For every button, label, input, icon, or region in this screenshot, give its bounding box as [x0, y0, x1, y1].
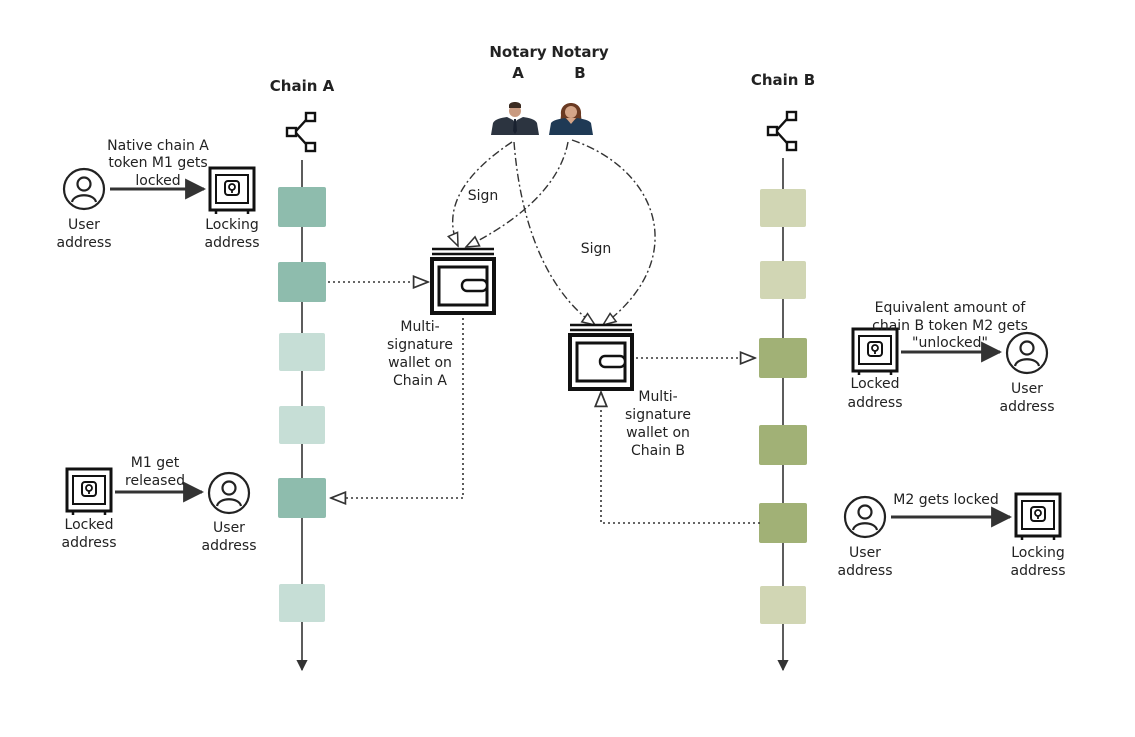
- equivalent-label-2: chain B token M2 gets: [872, 318, 1028, 334]
- block: [759, 425, 807, 465]
- native-lock-label-1: Native chain A: [107, 138, 209, 154]
- user-icon: [62, 167, 106, 211]
- block: [278, 262, 326, 302]
- notary-a-label-line2: A: [512, 64, 524, 82]
- block: [278, 478, 326, 518]
- notary-a-person-icon: [491, 102, 539, 135]
- chain-a-blocks: [278, 187, 326, 622]
- wallet-b-label-4: Chain B: [631, 443, 685, 459]
- locking-address-label: Locking: [205, 217, 259, 233]
- wallet-a-label-3: wallet on: [388, 355, 452, 371]
- wallet-a-to-block-arrow: [331, 318, 464, 498]
- notaries: Notary A Notary B: [489, 43, 609, 135]
- notary-a-sign-wallet-a: [453, 141, 513, 246]
- block-to-wallet-b-arrow: [601, 392, 760, 524]
- wallet-icon: [568, 323, 634, 391]
- wallet-icon: [430, 247, 496, 315]
- wallet-b: [568, 323, 634, 391]
- chain-b-title: Chain B: [751, 71, 815, 89]
- locked-address-label: Locked: [851, 376, 900, 392]
- chain-b-blocks: [759, 189, 807, 624]
- block: [279, 584, 325, 622]
- wallet-a-label-1: Multi-: [400, 319, 439, 335]
- user-icon: [207, 471, 251, 515]
- locking-address-label: address: [1010, 563, 1065, 579]
- chain-a-title: Chain A: [270, 77, 335, 95]
- native-lock-label-2: token M1 gets: [108, 155, 207, 171]
- sign-arrows: [453, 139, 656, 325]
- user-address-label: User: [1011, 381, 1043, 397]
- wallet-b-label-3: wallet on: [626, 425, 690, 441]
- block: [760, 189, 806, 227]
- user-address-label: address: [837, 563, 892, 579]
- lock-flow-chain-a: [62, 166, 256, 216]
- user-icon: [1005, 331, 1049, 375]
- user-address-label: User: [213, 520, 245, 536]
- locking-address-label: address: [204, 235, 259, 251]
- sign-label: Sign: [581, 241, 612, 257]
- wallet-b-label-2: signature: [625, 407, 691, 423]
- release-flow-chain-a: [65, 467, 251, 517]
- block: [279, 333, 325, 371]
- wallet-b-label-1: Multi-: [638, 389, 677, 405]
- wallet-links: [328, 282, 760, 524]
- notary-b-sign-wallet-a: [466, 141, 569, 247]
- user-address-label: address: [999, 399, 1054, 415]
- notary-a-label-line1: Notary: [489, 43, 547, 61]
- block: [760, 261, 806, 299]
- user-address-label: User: [68, 217, 100, 233]
- unlock-flow-chain-b: [851, 327, 1049, 377]
- wallet-a-label-4: Chain A: [393, 373, 447, 389]
- locked-address-label: address: [61, 535, 116, 551]
- locked-address-label: Locked: [65, 517, 114, 533]
- blockchain-icon: [285, 111, 317, 153]
- m1-release-label-1: M1 get: [131, 455, 180, 471]
- sign-label: Sign: [468, 188, 499, 204]
- chain-b: Chain B: [751, 71, 815, 672]
- notary-b-label-line1: Notary: [551, 43, 609, 61]
- safe-icon: [851, 327, 899, 377]
- user-icon: [843, 495, 887, 539]
- block: [279, 406, 325, 444]
- equivalent-label-1: Equivalent amount of: [875, 300, 1027, 316]
- m1-release-label-2: released: [125, 473, 185, 489]
- chain-a: Chain A: [270, 77, 335, 672]
- locked-address-label: address: [847, 395, 902, 411]
- safe-icon: [208, 166, 256, 216]
- locking-address-label: Locking: [1011, 545, 1065, 561]
- notary-b-label-line2: B: [574, 64, 585, 82]
- wallet-a-label-2: signature: [387, 337, 453, 353]
- m2-lock-label: M2 gets locked: [893, 492, 998, 508]
- blockchain-icon: [766, 110, 798, 152]
- block: [759, 503, 807, 543]
- native-lock-label-3: locked: [135, 173, 180, 189]
- safe-icon: [65, 467, 113, 517]
- user-address-label: address: [201, 538, 256, 554]
- notary-b-person-icon: [549, 103, 593, 135]
- notary-a-sign-wallet-b: [513, 141, 595, 325]
- block: [759, 338, 807, 378]
- equivalent-label-3: "unlocked": [912, 335, 988, 351]
- block: [278, 187, 326, 227]
- block: [760, 586, 806, 624]
- user-address-label: address: [56, 235, 111, 251]
- lock-flow-chain-b: [843, 492, 1062, 542]
- notary-b-sign-wallet-b: [571, 139, 656, 325]
- safe-icon: [1014, 492, 1062, 542]
- user-address-label: User: [849, 545, 881, 561]
- wallet-a: [430, 247, 496, 315]
